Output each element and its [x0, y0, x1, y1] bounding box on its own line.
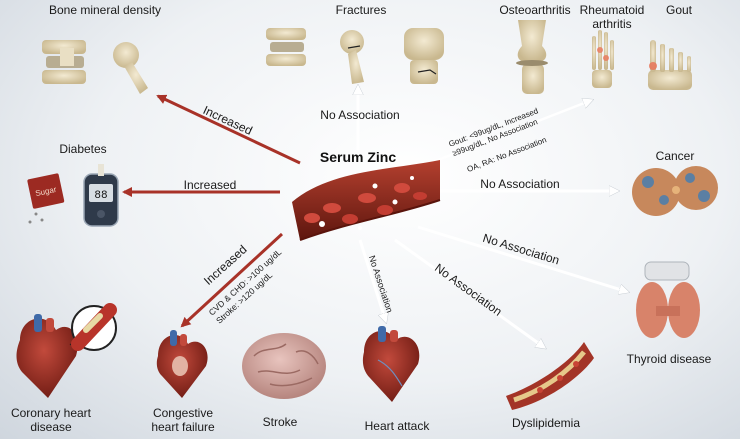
label-bone-mineral-density: Bone mineral density [48, 3, 162, 17]
fracture-spine-illustration [266, 28, 306, 66]
glucose-meter-icon: 88 [83, 164, 119, 227]
arrow-arthritis: Gout: <99ug/dL, Increased ≥99ug/dL, No A… [424, 100, 592, 174]
arrow-diabetes-label: Increased [184, 178, 237, 192]
label-fractures: Fractures [335, 3, 387, 17]
coronary-heart-illustration [16, 314, 78, 398]
sugar-packet-icon: Sugar [27, 173, 65, 224]
arrow-heart-attack: No Association [358, 239, 395, 322]
label-heart-attack: Heart attack [364, 419, 430, 433]
knee-joint-illustration [516, 20, 548, 94]
arrow-dyslipidemia-label: No Association [432, 261, 504, 319]
label-thyroid-disease: Thyroid disease [626, 352, 712, 366]
heart-attack-illustration [362, 326, 420, 402]
arrow-cvd: Increased CVD & CHD: >100 ug/dL Stroke: … [180, 232, 284, 328]
label-stroke: Stroke [262, 415, 298, 429]
arrow-bmd: Increased [156, 94, 301, 165]
label-rheumatoid-arthritis: Rheumatoid arthritis [579, 3, 645, 31]
rheumatoid-hand-illustration [592, 30, 614, 88]
artery-plaque-magnifier [69, 303, 117, 351]
label-diabetes: Diabetes [59, 142, 107, 156]
congestive-heart-illustration [156, 330, 208, 398]
cvd-note-1: CVD & CHD: >100 ug/dL [207, 247, 284, 318]
thyroid-illustration [636, 261, 700, 338]
serum-zinc-vessel-illustration [292, 160, 441, 241]
femur-head-illustration [113, 42, 148, 94]
spine-illustration [42, 40, 86, 84]
arrow-fractures-label: No Association [320, 108, 399, 122]
center-title: Serum Zinc [320, 149, 396, 165]
label-dyslipidemia: Dyslipidemia [511, 416, 581, 430]
label-coronary-heart-disease: Coronary heart disease [10, 406, 92, 434]
gout-foot-illustration [648, 40, 692, 90]
arrow-fractures: No Association [320, 86, 400, 150]
fractured-femur-illustration [340, 30, 364, 84]
label-gout: Gout [665, 3, 692, 17]
clogged-artery-illustration [506, 342, 594, 410]
cancer-cells-illustration [632, 166, 718, 216]
fractured-wrist-illustration [404, 28, 444, 84]
arrow-cancer-label: No Association [480, 177, 559, 191]
glucose-meter-reading: 88 [94, 190, 107, 202]
arrow-cancer: No Association [440, 177, 618, 191]
arrow-diabetes: Increased [122, 178, 280, 197]
label-osteoarthritis: Osteoarthritis [499, 3, 571, 17]
sugar-packet-text: Sugar [35, 185, 58, 198]
brain-illustration [242, 333, 326, 399]
label-congestive-heart-failure: Congestive heart failure [151, 406, 215, 434]
label-cancer: Cancer [655, 149, 695, 163]
